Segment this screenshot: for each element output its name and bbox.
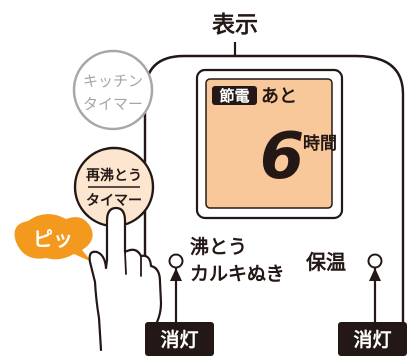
beep-text: ピッ xyxy=(33,227,73,251)
keep-warm-label: 保温 xyxy=(305,250,346,274)
left-off-tag-text: 消灯 xyxy=(160,328,198,351)
display-badge-text: 節電 xyxy=(219,87,249,105)
hand-finger-crease-1 xyxy=(124,251,127,275)
display-badge xyxy=(212,86,257,105)
beep-burst xyxy=(14,213,93,262)
keep-warm-indicator-lamp xyxy=(367,253,383,269)
display-prefix-text: あと xyxy=(261,86,297,107)
right-off-tag-text: 消灯 xyxy=(353,328,391,351)
callout-label: 表示 xyxy=(212,12,258,38)
display-unit-text: 時間 xyxy=(303,133,337,154)
left-tag-pointer-arrowhead xyxy=(170,268,182,281)
reboil-timer-line2: タイマー xyxy=(86,193,142,209)
kitchen-timer-button[interactable] xyxy=(72,49,154,131)
kitchen-timer-line2: タイマー xyxy=(83,95,143,113)
right-off-tag xyxy=(338,322,407,356)
hand-icon xyxy=(88,206,163,352)
right-tag-pointer-arrowhead xyxy=(369,268,381,281)
display-digit: 6 xyxy=(260,120,305,194)
display-screen xyxy=(205,78,333,209)
boil-indicator-lamp xyxy=(168,253,184,269)
boil-label-line2: カルキぬき xyxy=(190,263,285,285)
reboil-timer-line1: 再沸とう xyxy=(86,167,142,184)
boil-label-line1: 沸とう xyxy=(190,235,247,258)
kitchen-timer-line1: キッチン xyxy=(83,72,143,90)
left-off-tag xyxy=(145,322,214,356)
